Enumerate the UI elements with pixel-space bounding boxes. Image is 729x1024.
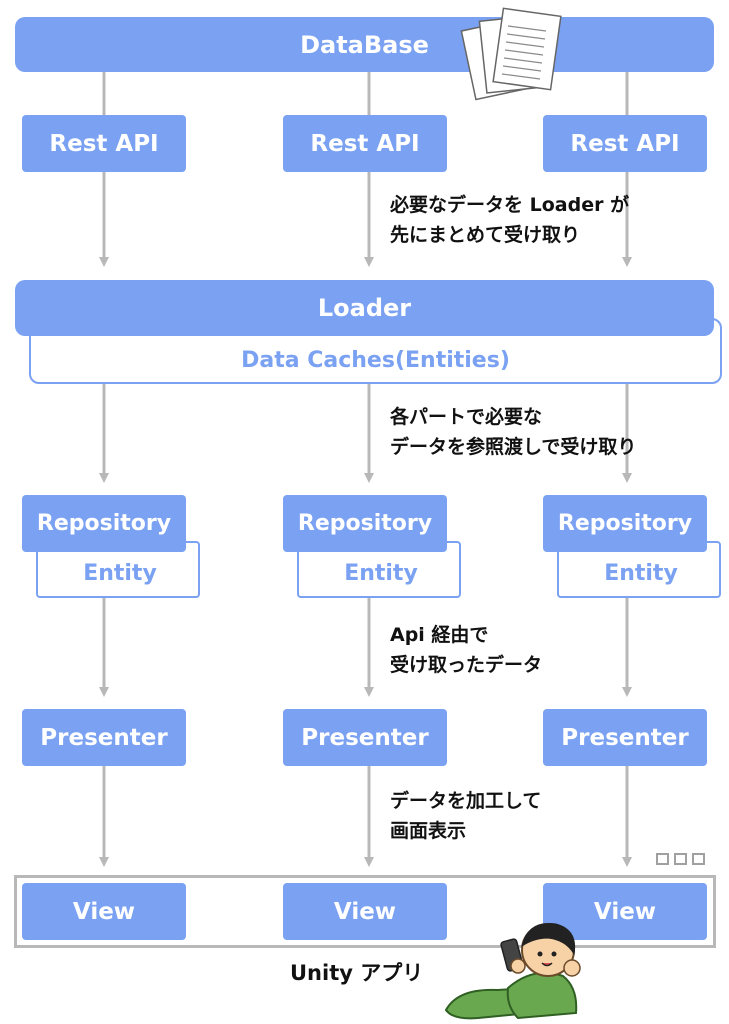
note-line: Api 経由で [390, 624, 489, 646]
note-line: 必要なデータを Loader が [390, 194, 630, 216]
repository-box-1: Repository [22, 495, 186, 552]
view-box-3: View [543, 883, 707, 940]
window-button [692, 853, 705, 865]
presenter-box-3: Presenter [543, 709, 707, 766]
view-label: View [333, 898, 397, 925]
repository-label: Repository [36, 511, 172, 536]
repository-label: Repository [557, 511, 693, 536]
entity-label: Entity [344, 561, 418, 586]
loader-box: Loader [15, 280, 714, 336]
presenter-box-2: Presenter [283, 709, 447, 766]
unity-app-text: Unity アプリ [290, 961, 424, 985]
document-stack-icon [460, 7, 562, 101]
view-note: データを加工して 画面表示 [390, 786, 541, 846]
rest-api-box-2: Rest API [283, 115, 447, 172]
presenter-label: Presenter [301, 724, 429, 751]
repository-box-2: Repository [283, 495, 447, 552]
view-box-1: View [22, 883, 186, 940]
note-line: データを参照渡しで受け取り [390, 436, 637, 458]
loader-label: Loader [317, 294, 412, 322]
entity-label: Entity [83, 561, 157, 586]
repository-box-3: Repository [543, 495, 707, 552]
repository-note: 各パートで必要な データを参照渡しで受け取り [390, 402, 636, 462]
note-line: 受け取ったデータ [390, 654, 543, 676]
database-box: DataBase [15, 17, 714, 72]
view-label: View [72, 898, 136, 925]
note-line: 画面表示 [390, 820, 467, 842]
view-box-2: View [283, 883, 447, 940]
unity-app-label: Unity アプリ [290, 958, 423, 988]
entity-label: Entity [604, 561, 678, 586]
loader-note: 必要なデータを Loader が 先にまとめて受け取り [390, 190, 629, 250]
note-line: 先にまとめて受け取り [390, 224, 581, 246]
note-line: データを加工して [390, 790, 542, 812]
view-label: View [593, 898, 657, 925]
data-caches-label: Data Caches(Entities) [241, 347, 510, 373]
rest-api-label: Rest API [310, 130, 420, 157]
rest-api-label: Rest API [49, 130, 159, 157]
window-button [656, 853, 669, 865]
presenter-note: Api 経由で 受け取ったデータ [390, 620, 542, 680]
presenter-box-1: Presenter [22, 709, 186, 766]
rest-api-box-1: Rest API [22, 115, 186, 172]
repository-label: Repository [297, 511, 433, 536]
rest-api-box-3: Rest API [543, 115, 707, 172]
presenter-label: Presenter [40, 724, 168, 751]
person-with-phone-illustration [444, 922, 581, 1020]
note-line: 各パートで必要な [390, 406, 543, 428]
presenter-label: Presenter [561, 724, 689, 751]
window-buttons-icon [656, 853, 705, 865]
rest-api-label: Rest API [570, 130, 680, 157]
database-label: DataBase [300, 30, 429, 59]
window-button [674, 853, 687, 865]
